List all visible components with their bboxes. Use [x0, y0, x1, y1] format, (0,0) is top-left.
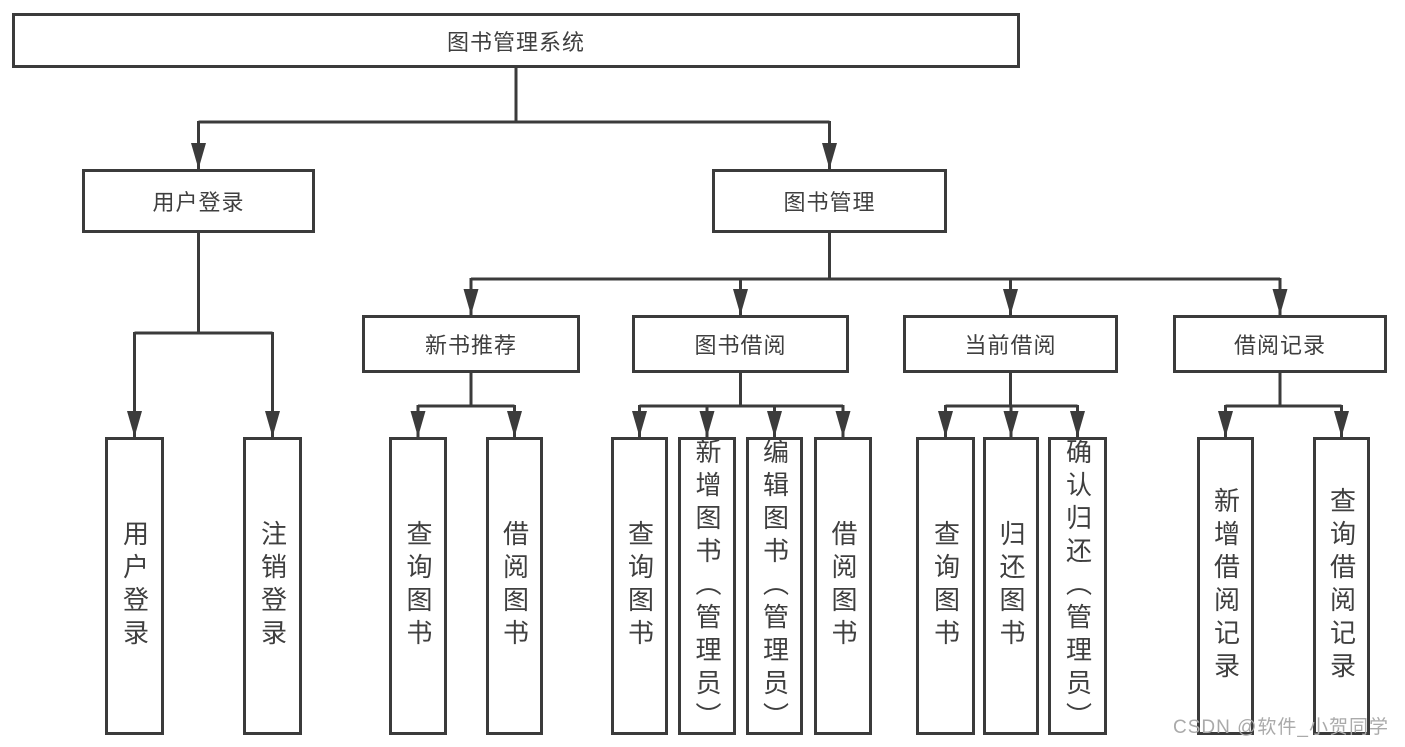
node-label: 查询图书: [930, 520, 961, 652]
watermark: CSDN @软件_小贺同学: [1173, 717, 1389, 738]
node-label: 图书管理系统: [446, 29, 585, 55]
node-label: 借阅图书: [828, 520, 858, 652]
node-label: 新增借阅记录: [1210, 487, 1241, 685]
arrowhead-icon: [1070, 411, 1085, 437]
node-leaf-logout: 注销登录: [243, 437, 302, 735]
node-label: 图书管理: [783, 190, 876, 215]
arrowhead-icon: [463, 289, 479, 315]
node-label: 查询图书: [624, 520, 655, 652]
arrowhead-icon: [822, 143, 837, 169]
node-label: 归还图书: [996, 520, 1026, 652]
node-leaf-user-login: 用户登录: [105, 437, 164, 735]
arrowhead-icon: [191, 143, 206, 169]
arrowhead-icon: [1003, 289, 1018, 315]
arrowhead-icon: [507, 411, 522, 437]
node-label: 新书推荐: [424, 333, 517, 358]
node-current-borrow: 当前借阅: [903, 315, 1118, 373]
arrowhead-icon: [410, 411, 426, 437]
node-label: 确认归还（管理员）: [1062, 437, 1093, 735]
node-root: 图书管理系统: [12, 13, 1020, 68]
node-label: 查询图书: [403, 520, 433, 652]
node-leaf-borrow-book-2: 借阅图书: [814, 437, 872, 735]
arrowhead-icon: [265, 411, 280, 437]
node-label: 借阅图书: [499, 520, 530, 652]
node-label: 新增图书（管理员）: [692, 437, 722, 735]
node-label: 注销登录: [257, 520, 288, 652]
node-borrow-records: 借阅记录: [1173, 315, 1387, 373]
node-leaf-confirm-return: 确认归还（管理员）: [1048, 437, 1107, 735]
node-label: 图书借阅: [694, 333, 787, 358]
arrowhead-icon: [1334, 411, 1349, 437]
node-leaf-borrow-book-1: 借阅图书: [486, 437, 543, 735]
node-leaf-query-book-2: 查询图书: [611, 437, 668, 735]
node-leaf-add-borrow-record: 新增借阅记录: [1197, 437, 1254, 735]
node-user-login: 用户登录: [82, 169, 315, 233]
arrowhead-icon: [767, 411, 782, 437]
node-book-borrow: 图书借阅: [632, 315, 849, 373]
arrowhead-icon: [1218, 411, 1233, 437]
arrowhead-icon: [835, 411, 851, 437]
arrowhead-icon: [1003, 411, 1019, 437]
node-book-mgmt: 图书管理: [712, 169, 947, 233]
node-leaf-edit-book: 编辑图书（管理员）: [746, 437, 803, 735]
arrowhead-icon: [1272, 289, 1288, 315]
node-leaf-query-borrow-record: 查询借阅记录: [1313, 437, 1370, 735]
arrowhead-icon: [733, 289, 748, 315]
node-label: 查询借阅记录: [1326, 487, 1357, 685]
node-label: 借阅记录: [1233, 333, 1326, 358]
node-leaf-return-book: 归还图书: [983, 437, 1039, 735]
arrowhead-icon: [938, 411, 953, 437]
node-new-book-rec: 新书推荐: [362, 315, 580, 373]
node-label: 编辑图书（管理员）: [759, 437, 790, 735]
node-leaf-query-book-3: 查询图书: [916, 437, 975, 735]
node-label: 用户登录: [119, 520, 150, 652]
arrowhead-icon: [699, 411, 715, 437]
node-label: 当前借阅: [964, 333, 1057, 358]
node-leaf-query-book-1: 查询图书: [389, 437, 447, 735]
node-label: 用户登录: [152, 190, 245, 215]
arrowhead-icon: [632, 411, 647, 437]
node-leaf-add-book: 新增图书（管理员）: [678, 437, 736, 735]
arrowhead-icon: [127, 411, 142, 437]
